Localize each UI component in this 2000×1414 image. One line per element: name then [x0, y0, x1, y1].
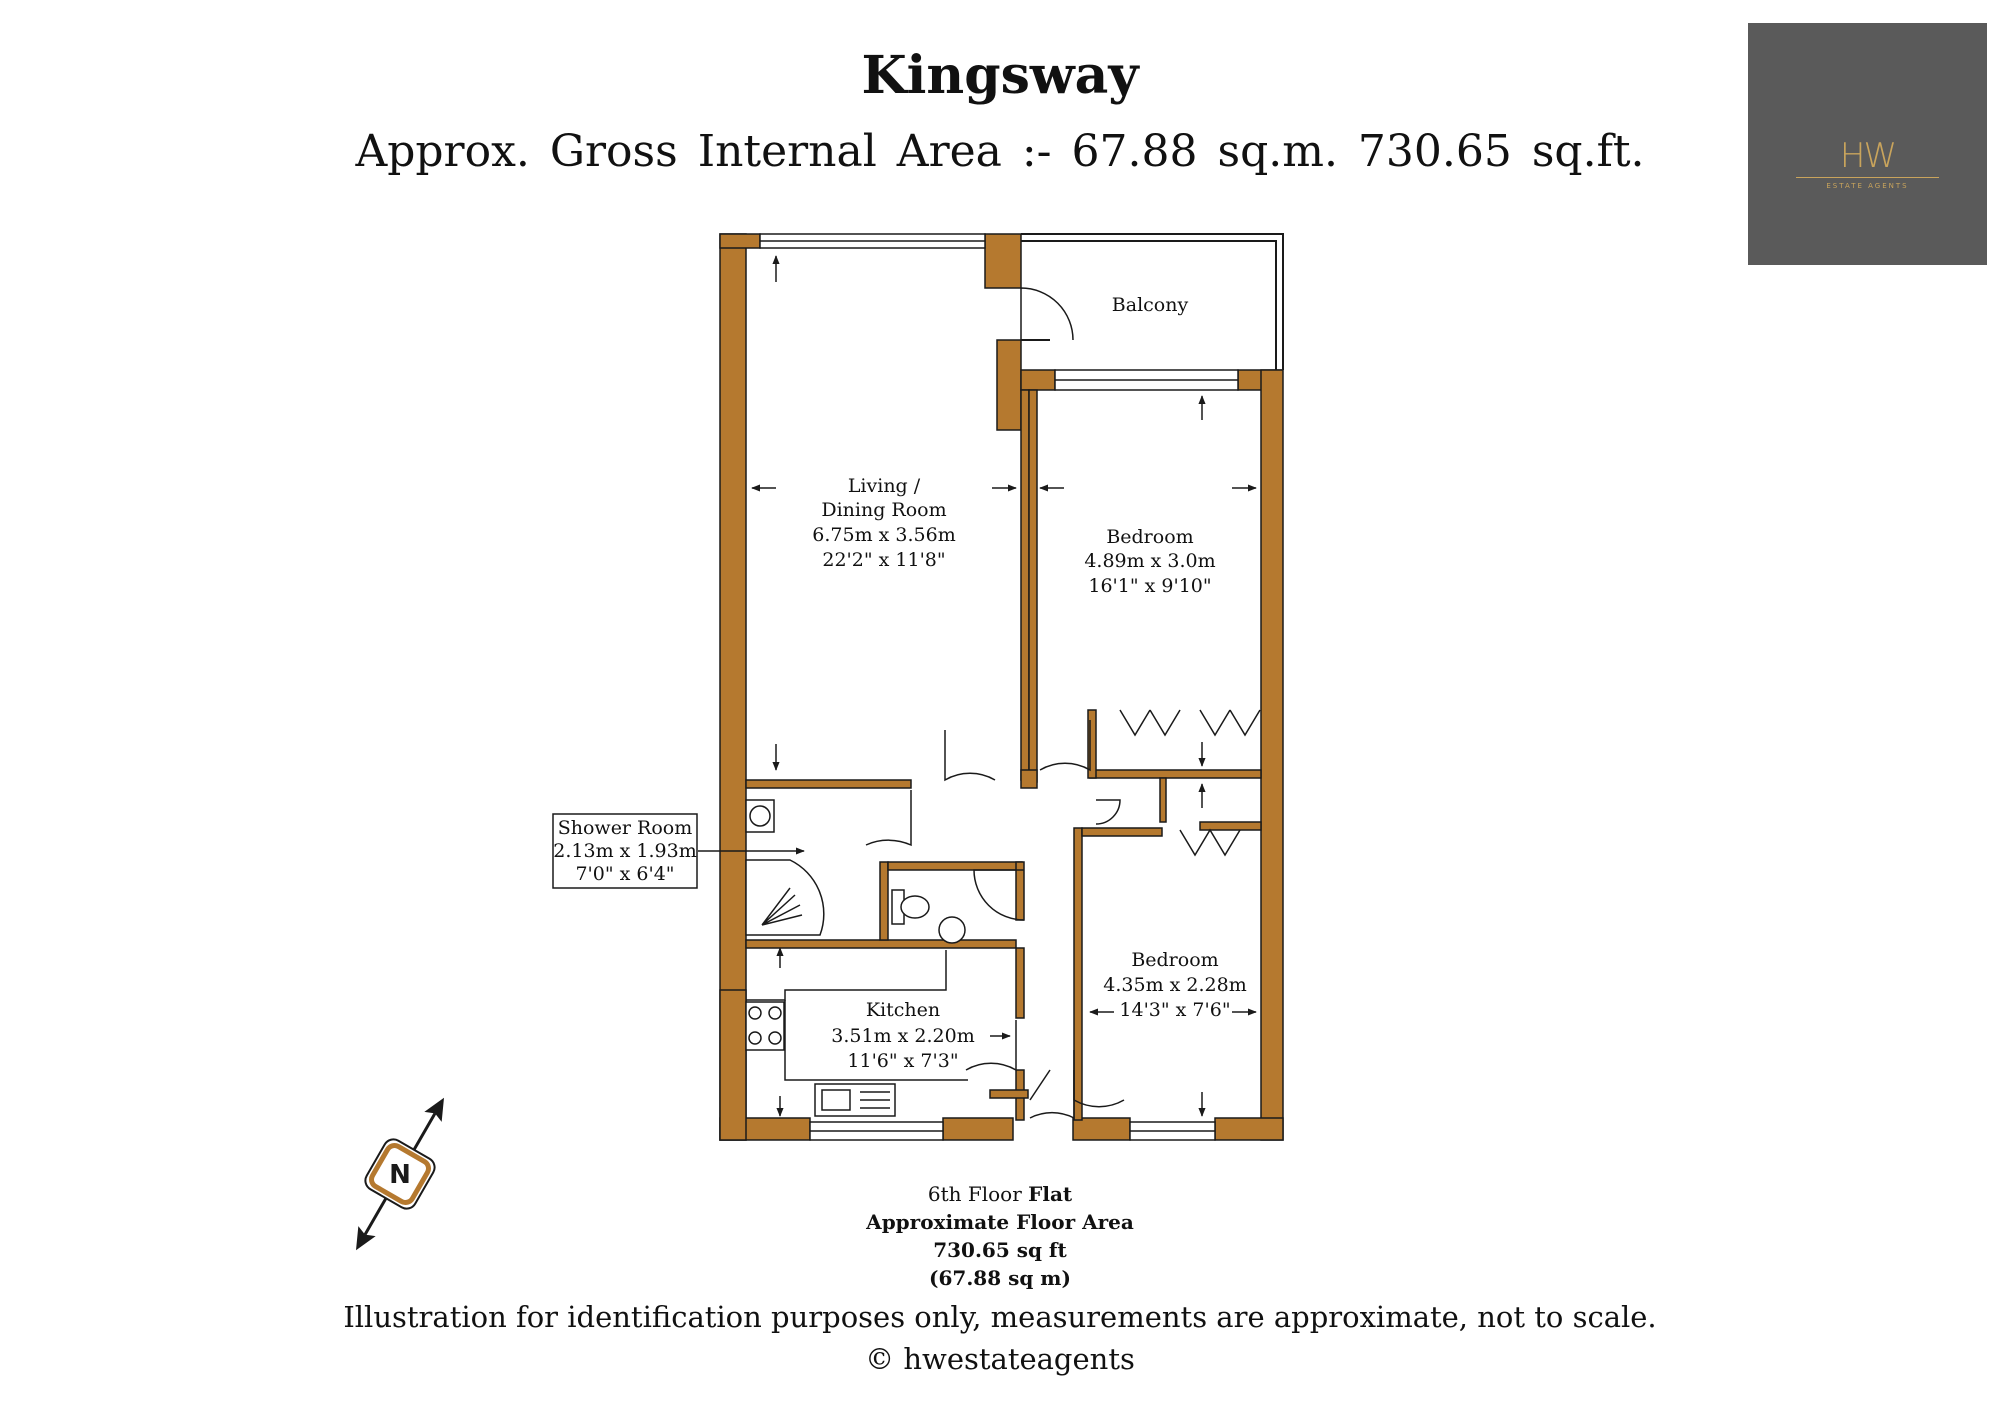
bedroom2-imperial: 14'3" x 7'6" — [1119, 999, 1230, 1021]
estate-agent-logo: HW ESTATE AGENTS — [1748, 23, 1987, 265]
shower-room-fixtures — [745, 799, 825, 936]
compass-icon: N — [356, 1097, 444, 1251]
living-metric: 6.75m x 3.56m — [812, 524, 955, 546]
floor-area-sqm: (67.88 sq m) — [929, 1266, 1071, 1290]
bedroom2-metric: 4.35m x 2.28m — [1103, 974, 1246, 996]
bedroom2-name: Bedroom — [1131, 949, 1218, 971]
gross-area-subtitle: Approx. Gross Internal Area :- 67.88 sq.… — [355, 126, 1645, 177]
floor-type: Flat — [1028, 1182, 1073, 1206]
bedroom1-imperial: 16'1" x 9'10" — [1088, 575, 1211, 597]
balcony-label: Balcony — [1112, 294, 1189, 316]
dimension-arrows — [698, 255, 1257, 1117]
balcony-outline — [1021, 233, 1284, 370]
living-imperial: 22'2" x 11'8" — [822, 549, 945, 571]
floor-line: 6th Floor Flat — [0, 1180, 2000, 1208]
kitchen-metric: 3.51m x 2.20m — [831, 1025, 974, 1047]
kitchen-imperial: 11'6" x 7'3" — [847, 1050, 958, 1072]
wc-fixtures — [891, 889, 966, 944]
bedroom1-metric: 4.89m x 3.0m — [1084, 550, 1215, 572]
interior-walls — [745, 389, 1262, 1121]
shower-name: Shower Room — [558, 817, 693, 839]
logo-divider — [1796, 177, 1939, 178]
floor-info: 6th Floor Flat Approximate Floor Area 73… — [0, 1180, 2000, 1292]
exterior-walls — [719, 233, 1284, 1141]
plan-title: Kingsway — [861, 45, 1139, 106]
floor-area-label: Approximate Floor Area — [866, 1210, 1134, 1234]
windows — [759, 233, 1239, 1141]
floor-area-sqft: 730.65 sq ft — [933, 1238, 1067, 1262]
shower-imperial: 7'0" x 6'4" — [575, 863, 674, 885]
bedroom1-name: Bedroom — [1106, 526, 1193, 548]
room-labels: Balcony Living / Dining Room 6.75m x 3.5… — [812, 294, 1246, 1072]
logo-mark: HW — [1839, 136, 1897, 176]
living-name-line2: Dining Room — [821, 499, 946, 521]
living-name-line1: Living / — [848, 475, 921, 497]
copyright-text: © hwestateagents — [865, 1342, 1135, 1376]
kitchen-name: Kitchen — [866, 999, 940, 1021]
compass-label: N — [389, 1160, 411, 1190]
kitchen-fixtures — [745, 950, 968, 1117]
shower-room-callout: Shower Room 2.13m x 1.93m 7'0" x 6'4" — [552, 813, 698, 889]
door-swings — [865, 287, 1261, 1120]
disclaimer-text: Illustration for identification purposes… — [343, 1300, 1657, 1334]
logo-subtitle: ESTATE AGENTS — [1826, 182, 1909, 190]
shower-metric: 2.13m x 1.93m — [553, 840, 696, 862]
floor-prefix: 6th Floor — [927, 1182, 1022, 1206]
